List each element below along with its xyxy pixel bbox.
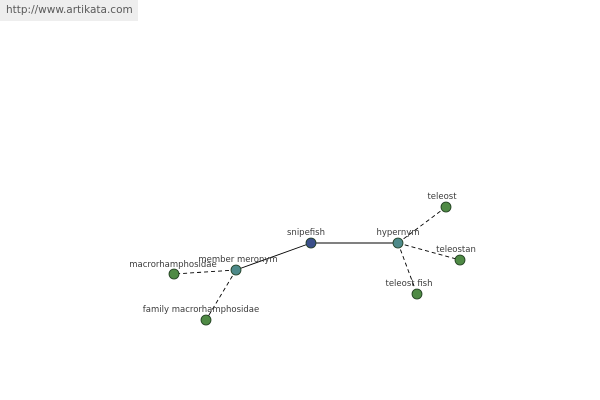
- node-snipefish[interactable]: [305, 237, 317, 249]
- node-family-macrorhamphosidae[interactable]: [200, 314, 212, 326]
- node-teleost-fish[interactable]: [411, 288, 423, 300]
- edge-snipefish-to-member-meronym: [235, 242, 312, 271]
- edges-layer: [173, 206, 461, 321]
- edge-hypernym-to-teleost: [397, 206, 447, 244]
- edge-hypernym-to-teleostan: [397, 242, 461, 261]
- site-url-link[interactable]: http://www.artikata.com: [0, 0, 138, 21]
- node-label-member-meronym: member meronym: [198, 255, 277, 265]
- node-label-snipefish: snipefish: [287, 228, 325, 238]
- node-label-teleost: teleost: [427, 192, 457, 202]
- edge-member-meronym-to-macrorhamphosidae: [173, 269, 237, 275]
- node-label-teleostan: teleostan: [436, 245, 476, 255]
- node-teleost[interactable]: [440, 201, 452, 213]
- node-label-hypernym: hypernym: [376, 228, 419, 238]
- node-hypernym[interactable]: [392, 237, 404, 249]
- nodes-layer: [168, 201, 466, 326]
- node-member-meronym[interactable]: [230, 264, 242, 276]
- node-label-teleost-fish: teleost fish: [386, 279, 433, 289]
- node-label-macrorhamphosidae: macrorhamphosidae: [129, 260, 217, 270]
- node-macrorhamphosidae[interactable]: [168, 268, 180, 280]
- edge-member-meronym-to-family-macrorhamphosidae: [205, 269, 237, 321]
- node-label-family-macrorhamphosidae: family macrorhamphosidae: [143, 305, 259, 315]
- labels-layer: snipefish member meronym hypernym macrorham…: [129, 192, 476, 315]
- node-teleostan[interactable]: [454, 254, 466, 266]
- edge-hypernym-to-teleost-fish: [397, 242, 418, 295]
